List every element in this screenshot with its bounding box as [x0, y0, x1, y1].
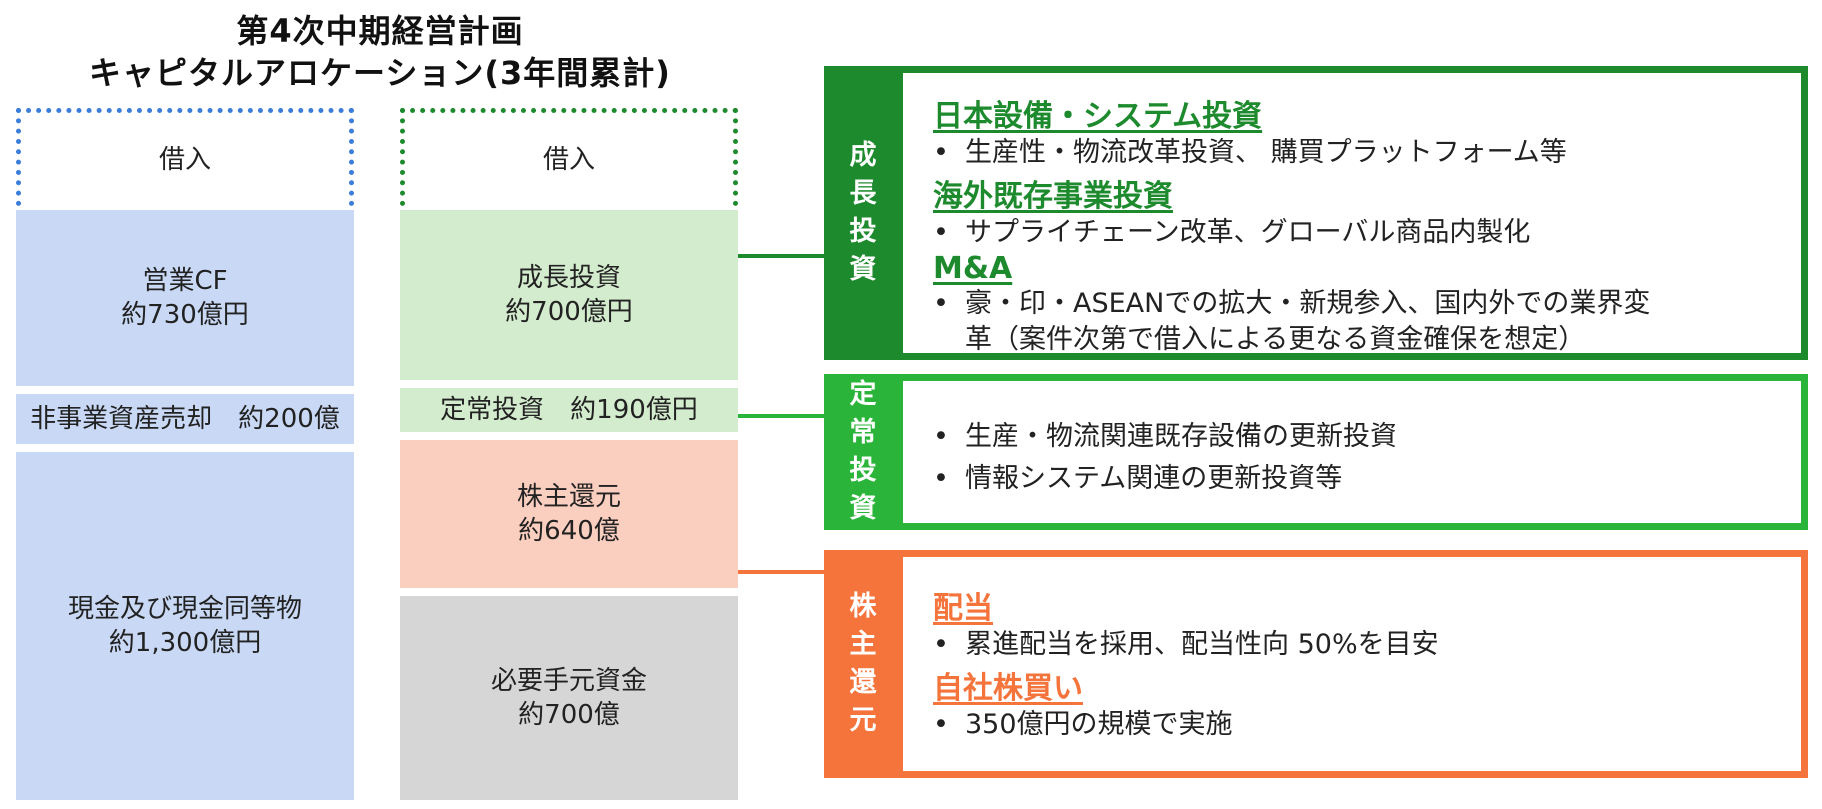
growth-investment-block: 成長投資 約700億円	[400, 210, 738, 380]
operating-cf-value: 約730億円	[121, 300, 249, 330]
growth-tab-char-1: 成	[849, 140, 877, 171]
required-cash-block: 必要手元資金 約700億	[400, 596, 738, 800]
growth-tab: 成 長 投 資	[824, 66, 902, 360]
return-bullet-dividend: •累進配当を採用、配当性向 50%を目安	[933, 629, 1439, 660]
growth-panel: 日本設備・システム投資 •生産性・物流改革投資、 購買プラットフォーム等 海外既…	[896, 66, 1808, 360]
growth-bullet-overseas: •サプライチェーン改革、グローバル商品内製化	[933, 217, 1531, 248]
growth-tab-char-3: 投	[849, 216, 877, 247]
regular-investment-block: 定常投資 約190億円	[400, 388, 738, 432]
return-bullet-buyback: •350億円の規模で実施	[933, 709, 1233, 740]
growth-bullet-ma: •豪・印・ASEANでの拡大・新規参入、国内外での業界変	[933, 288, 1651, 319]
sources-borrow-label: 借入	[158, 144, 211, 175]
return-tab-char-4: 元	[849, 705, 877, 736]
regular-connector-line	[738, 414, 824, 418]
return-heading-dividend: 配当	[933, 591, 993, 626]
asset-sale-block: 非事業資産売却 約200億	[16, 394, 354, 444]
asset-sale-label: 非事業資産売却 約200億	[30, 404, 340, 434]
growth-bullet-ma-continuation: 革（案件次第で借入による更なる資金確保を想定）	[965, 324, 1586, 355]
sources-borrow-box: 借入	[16, 108, 354, 206]
regular-panel: •生産・物流関連既存設備の更新投資 •情報システム関連の更新投資等	[896, 374, 1808, 530]
return-tab-char-3: 還	[849, 667, 877, 698]
title-line-1: 第4次中期経営計画	[236, 12, 524, 50]
title-line-2: キャピタルアロケーション(3年間累計)	[89, 54, 671, 92]
growth-heading-japan: 日本設備・システム投資	[933, 99, 1263, 134]
return-tab-char-1: 株	[849, 591, 877, 622]
operating-cf-block: 営業CF 約730億円	[16, 210, 354, 386]
regular-tab-char-3: 投	[849, 455, 877, 486]
regular-tab-char-4: 資	[849, 493, 877, 524]
cash-label: 現金及び現金同等物	[67, 594, 302, 624]
operating-cf-label: 営業CF	[142, 266, 228, 296]
growth-tab-char-2: 長	[849, 178, 877, 209]
uses-borrow-box: 借入	[400, 108, 738, 206]
return-tab-char-2: 主	[849, 629, 877, 660]
required-cash-label: 必要手元資金	[490, 666, 647, 696]
return-connector-line	[738, 570, 824, 574]
regular-bullet-1: •生産・物流関連既存設備の更新投資	[933, 421, 1397, 452]
required-cash-value: 約700億	[518, 700, 620, 730]
growth-tab-char-4: 資	[849, 254, 877, 285]
growth-heading-ma: M&A	[933, 251, 1013, 286]
regular-bullet-2: •情報システム関連の更新投資等	[933, 463, 1343, 494]
growth-investment-value: 約700億円	[505, 297, 633, 327]
regular-tab-char-1: 定	[849, 379, 877, 410]
return-tab: 株 主 還 元	[824, 550, 902, 778]
growth-heading-overseas: 海外既存事業投資	[933, 179, 1173, 214]
shareholder-return-block: 株主還元 約640億	[400, 440, 738, 588]
cash-block: 現金及び現金同等物 約1,300億円	[16, 452, 354, 800]
uses-borrow-label: 借入	[542, 144, 595, 175]
regular-tab: 定 常 投 資	[824, 374, 902, 530]
return-heading-buyback: 自社株買い	[933, 671, 1083, 706]
growth-connector-line	[738, 254, 824, 258]
return-panel: 配当 •累進配当を採用、配当性向 50%を目安 自社株買い •350億円の規模で…	[896, 550, 1808, 778]
cash-value: 約1,300億円	[108, 628, 262, 658]
shareholder-return-label: 株主還元	[516, 482, 621, 512]
regular-tab-char-2: 常	[849, 417, 877, 448]
growth-investment-label: 成長投資	[516, 263, 621, 293]
shareholder-return-value: 約640億	[518, 516, 620, 546]
growth-bullet-japan: •生産性・物流改革投資、 購買プラットフォーム等	[933, 137, 1567, 168]
regular-investment-label: 定常投資 約190億円	[440, 395, 698, 425]
